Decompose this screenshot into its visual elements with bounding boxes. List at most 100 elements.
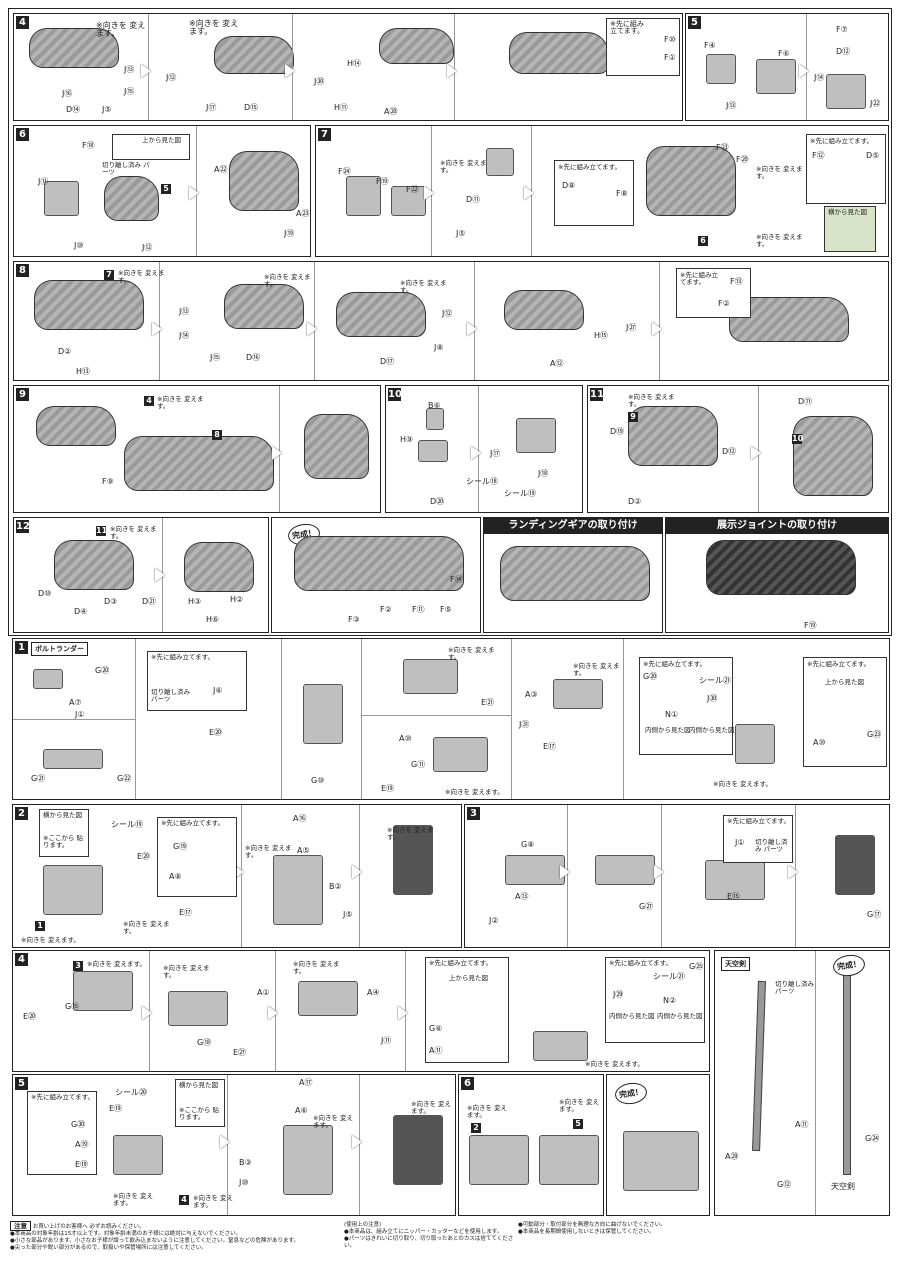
- note: ※向きを 変えます。: [189, 19, 239, 36]
- part-label: ※向きを 変えます。: [110, 525, 157, 541]
- part-label: G㉑: [31, 774, 46, 783]
- part-illustration: [623, 1131, 699, 1191]
- part-illustration: [43, 749, 103, 769]
- part-label: ※向きを 変えます。: [559, 1098, 600, 1114]
- part-label: G⑫: [777, 1180, 792, 1189]
- panel-step-5: 5 F④ F⑥ F⑦ D⑫ J⑬ J⑭ J㉒: [685, 13, 889, 121]
- part-label: J⑤: [456, 229, 466, 238]
- inset-box: [824, 206, 876, 252]
- part-label: 3: [73, 961, 83, 971]
- step-number: 4: [16, 16, 29, 29]
- part-label: ※先に組み立てます。: [151, 653, 214, 661]
- part-label: ※向きを 変えます。: [445, 788, 504, 796]
- part-label: 横から見た図: [179, 1081, 218, 1089]
- part-label: H③: [188, 597, 202, 606]
- part-label: シール⑱: [466, 477, 498, 486]
- step-arrow-icon: [307, 322, 317, 336]
- part-label: 上から見た図: [142, 136, 181, 144]
- part-illustration: [393, 825, 433, 895]
- part-label: F②: [718, 299, 730, 308]
- ship-illustration: [124, 436, 274, 491]
- part-illustration: [426, 408, 444, 430]
- part-illustration: [33, 669, 63, 689]
- part-label: ※向きを 変えます。: [467, 1104, 508, 1120]
- step-arrow-icon: [751, 446, 761, 460]
- step-arrow-icon: [234, 865, 244, 879]
- step-number: 6: [16, 128, 29, 141]
- part-illustration: [756, 59, 796, 94]
- part-label: N②: [663, 996, 677, 1005]
- part-label: A⑲: [75, 1140, 89, 1149]
- step-number: 6: [461, 1077, 474, 1090]
- part-label: (使用上の注意): [344, 1222, 382, 1228]
- inset-box: [605, 957, 705, 1043]
- part-label: J㉚: [707, 694, 718, 703]
- caution-title: 注意: [10, 1221, 31, 1231]
- step-number: 5: [15, 1077, 28, 1090]
- part-label: ※向きを 変えます。: [123, 920, 170, 936]
- part-label: シール⑳: [115, 1088, 147, 1097]
- part-label: ※向きを 変えます。: [756, 165, 803, 181]
- part-label: E㉗: [233, 1048, 247, 1057]
- part-label: A⑤: [297, 846, 310, 855]
- part-label: B③: [239, 1158, 252, 1167]
- part-illustration: [273, 855, 323, 925]
- part-label: J⑮: [210, 353, 221, 362]
- part-label: J⑬: [179, 307, 190, 316]
- step-arrow-icon: [189, 186, 199, 200]
- part-label: ※向きを 変えます。: [163, 964, 210, 980]
- part-illustration: [44, 181, 79, 216]
- part-label: F㉒: [406, 185, 419, 194]
- step-arrow-icon: [268, 1006, 278, 1020]
- part-label: 内側から見た図: [657, 1012, 703, 1020]
- step-number: 1: [15, 641, 28, 654]
- part-label: D⑯: [246, 353, 261, 362]
- part-label: E⑲: [381, 784, 395, 793]
- part-label: F①: [664, 53, 676, 62]
- part-label: A⑧: [169, 872, 182, 881]
- part-label: J⑩: [74, 241, 84, 250]
- part-label: J⑪: [381, 1036, 392, 1045]
- step-number: 10: [388, 388, 402, 401]
- part-label: J⑭: [814, 73, 825, 82]
- part-illustration: [539, 1135, 599, 1185]
- panel-step-11: 11 9 ※向きを 変えます。 10 D⑲ D⑫ D② D⑪: [587, 385, 889, 513]
- part-label: ※向きを 変えます。: [448, 646, 495, 662]
- part-label: A⑰: [299, 1078, 313, 1087]
- panel-b-step-6: 6 2 5 ※向きを 変えます。 ※向きを 変えます。: [458, 1074, 604, 1216]
- step-arrow-icon: [398, 1006, 408, 1020]
- divider: [623, 639, 624, 799]
- part-label: D㉑: [142, 597, 157, 606]
- ship-illustration: [646, 146, 736, 216]
- part-label: J⑰: [490, 449, 501, 458]
- step-number: 3: [467, 807, 480, 820]
- inset-box: [639, 657, 733, 755]
- part-label: 切り離し済み パーツ: [102, 161, 150, 177]
- part-label: H⑮: [594, 331, 609, 340]
- part-label: ●本商品は、組み立てにニッパー・カッターなどを使用します。: [344, 1228, 503, 1235]
- part-label: 4: [179, 1195, 189, 1205]
- panel-complete-ship: 完成！ F⑭ F③ F② F⑪ F⑤: [271, 517, 481, 633]
- part-label: D⑭: [66, 105, 81, 114]
- part-label: F④: [704, 41, 716, 50]
- panel-landing-gear: ランディングギアの取り付け: [483, 517, 663, 633]
- ship-illustration: [706, 540, 856, 595]
- step-arrow-icon: [471, 446, 481, 460]
- part-label: J⑬: [726, 101, 737, 110]
- part-label: ●本商品の対象年齢は15才以上です。対象年齢未満のお子様には絶対に与えないでくだ…: [10, 1230, 242, 1237]
- part-label: ※先に組み立てます。: [161, 819, 224, 827]
- panel-step-6: 6 上から見た図 切り離し済み パーツ F⑱ J⑪ J⑩ J⑫ A㉒ A㉓ J⑲…: [13, 125, 311, 257]
- part-label: N①: [665, 710, 679, 719]
- ship-illustration: [379, 28, 454, 64]
- part-label: 内側から見た図: [689, 726, 735, 734]
- step-number: 9: [16, 388, 29, 401]
- part-label: J②: [489, 916, 499, 925]
- part-label: B②: [329, 882, 342, 891]
- part-label: A⑥: [295, 1106, 308, 1115]
- part-label: A㉓: [296, 209, 310, 218]
- ship-illustration: [29, 28, 119, 68]
- step-arrow-icon: [155, 568, 165, 582]
- part-illustration: [168, 991, 228, 1026]
- part-illustration: [391, 186, 426, 216]
- ship-illustration: [294, 536, 464, 591]
